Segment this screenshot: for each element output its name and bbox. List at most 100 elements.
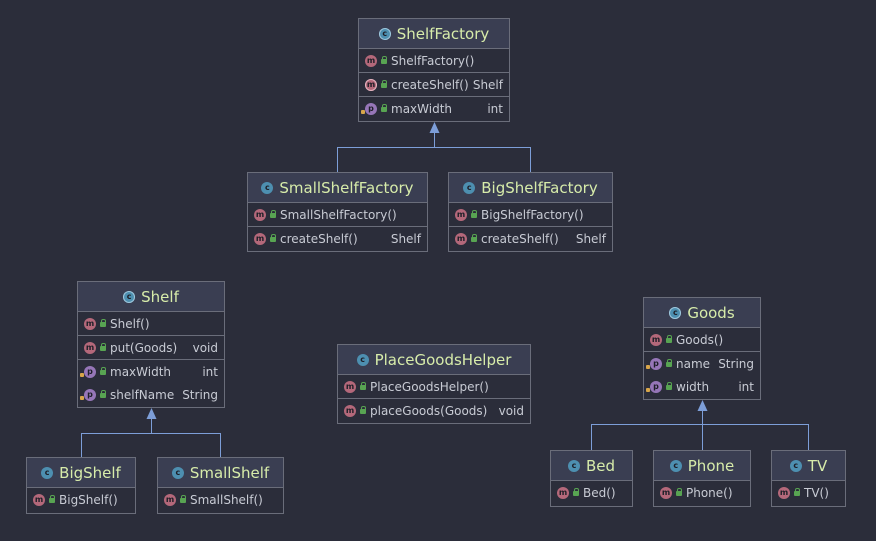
class-icon: c bbox=[789, 459, 802, 472]
member-row[interactable]: m Goods() bbox=[644, 328, 760, 351]
class-header[interactable]: c ShelfFactory bbox=[359, 19, 509, 49]
class-small-shelf[interactable]: c SmallShelf m SmallShelf() bbox=[157, 457, 284, 514]
field-name: maxWidth bbox=[391, 101, 453, 116]
class-name: SmallShelfFactory bbox=[279, 178, 414, 197]
field-modifier-icon bbox=[80, 373, 84, 377]
member-row[interactable]: p width int bbox=[644, 375, 760, 398]
method-icon: m bbox=[455, 232, 467, 245]
member-row[interactable]: p maxWidth int bbox=[359, 97, 509, 120]
public-lock-icon bbox=[270, 234, 276, 242]
member-row[interactable]: m SmallShelf() bbox=[158, 488, 283, 511]
class-big-shelf-factory[interactable]: c BigShelfFactory m BigShelfFactory() m … bbox=[448, 172, 613, 252]
class-header[interactable]: c TV bbox=[772, 451, 845, 481]
constructor-name: BigShelfFactory() bbox=[481, 207, 584, 222]
public-lock-icon bbox=[381, 56, 387, 64]
method-icon: m bbox=[254, 208, 266, 221]
class-header[interactable]: c Shelf bbox=[78, 282, 224, 312]
member-row[interactable]: m Shelf() bbox=[78, 312, 224, 335]
member-row[interactable]: m BigShelfFactory() bbox=[449, 203, 612, 226]
fields-section: p maxWidth int bbox=[359, 97, 509, 120]
public-lock-icon bbox=[794, 488, 800, 496]
field-name: width bbox=[676, 379, 710, 394]
property-icon: p bbox=[650, 357, 662, 370]
constructor-name: SmallShelfFactory() bbox=[280, 207, 397, 222]
methods-section: m placeGoods(Goods) void bbox=[338, 399, 530, 422]
member-row[interactable]: m createShelf() Shelf bbox=[248, 227, 427, 250]
member-row[interactable]: m ShelfFactory() bbox=[359, 49, 509, 72]
member-row[interactable]: p shelfName String bbox=[78, 383, 224, 406]
field-type: int bbox=[738, 379, 754, 394]
member-row[interactable]: p maxWidth int bbox=[78, 360, 224, 383]
member-row[interactable]: m Bed() bbox=[551, 481, 632, 504]
class-name: SmallShelf bbox=[189, 463, 270, 482]
inheritance-arrowhead-shelf bbox=[146, 408, 157, 419]
constructor-name: Goods() bbox=[676, 332, 724, 347]
public-lock-icon bbox=[100, 390, 106, 398]
class-phone[interactable]: c Phone m Phone() bbox=[653, 450, 751, 507]
methods-section: m put(Goods) void bbox=[78, 336, 224, 360]
method-name: placeGoods(Goods) bbox=[370, 403, 488, 418]
method-name: createShelf() bbox=[280, 231, 358, 246]
class-name: Goods bbox=[687, 303, 735, 322]
member-row[interactable]: m createShelf() Shelf bbox=[449, 227, 612, 250]
inheritance-line-big-shelf-factory bbox=[434, 147, 531, 172]
constructors-section: m PlaceGoodsHelper() bbox=[338, 375, 530, 399]
field-modifier-icon bbox=[361, 110, 365, 114]
class-header[interactable]: c BigShelfFactory bbox=[449, 173, 612, 203]
class-header[interactable]: c PlaceGoodsHelper bbox=[338, 345, 530, 375]
member-row[interactable]: m placeGoods(Goods) void bbox=[338, 399, 530, 422]
methods-section: m createShelf() Shelf bbox=[359, 73, 509, 97]
inheritance-arrowhead-goods bbox=[697, 400, 708, 411]
class-header[interactable]: c Bed bbox=[551, 451, 632, 481]
member-row[interactable]: m createShelf() Shelf bbox=[359, 73, 509, 96]
class-name: PlaceGoodsHelper bbox=[374, 350, 512, 369]
class-header[interactable]: c SmallShelf bbox=[158, 458, 283, 488]
method-name: createShelf() bbox=[481, 231, 559, 246]
member-row[interactable]: p name String bbox=[644, 352, 760, 375]
member-row[interactable]: m SmallShelfFactory() bbox=[248, 203, 427, 226]
method-name: put(Goods) bbox=[110, 340, 178, 355]
method-icon: m bbox=[84, 341, 96, 354]
class-header[interactable]: c Phone bbox=[654, 451, 750, 481]
class-header[interactable]: c Goods bbox=[644, 298, 760, 328]
class-name: BigShelfFactory bbox=[481, 178, 598, 197]
constructors-section: m BigShelf() bbox=[27, 488, 135, 511]
class-place-goods-helper[interactable]: c PlaceGoodsHelper m PlaceGoodsHelper() … bbox=[337, 344, 531, 424]
constructor-name: ShelfFactory() bbox=[391, 53, 475, 68]
field-modifier-icon bbox=[646, 388, 650, 392]
class-bed[interactable]: c Bed m Bed() bbox=[550, 450, 633, 507]
class-shelf[interactable]: c Shelf m Shelf() m put(Goods) void p ma… bbox=[77, 281, 225, 408]
member-row[interactable]: m BigShelf() bbox=[27, 488, 135, 511]
constructors-section: m Bed() bbox=[551, 481, 632, 504]
return-type: Shelf bbox=[472, 77, 503, 92]
member-row[interactable]: m TV() bbox=[772, 481, 845, 504]
inheritance-line-big-shelf bbox=[81, 418, 152, 457]
class-goods[interactable]: c Goods m Goods() p name String p width … bbox=[643, 297, 761, 400]
class-header[interactable]: c BigShelf bbox=[27, 458, 135, 488]
field-type: int bbox=[202, 364, 218, 379]
class-tv[interactable]: c TV m TV() bbox=[771, 450, 846, 507]
class-big-shelf[interactable]: c BigShelf m BigShelf() bbox=[26, 457, 136, 514]
member-row[interactable]: m Phone() bbox=[654, 481, 750, 504]
constructor-name: PlaceGoodsHelper() bbox=[370, 379, 489, 394]
public-lock-icon bbox=[100, 343, 106, 351]
inheritance-arrowhead-shelf-factory bbox=[429, 122, 440, 133]
constructors-section: m Goods() bbox=[644, 328, 760, 352]
constructors-section: m SmallShelfFactory() bbox=[248, 203, 427, 227]
public-lock-icon bbox=[360, 406, 366, 414]
constructor-name: SmallShelf() bbox=[190, 492, 263, 507]
member-row[interactable]: m PlaceGoodsHelper() bbox=[338, 375, 530, 398]
class-shelf-factory[interactable]: c ShelfFactory m ShelfFactory() m create… bbox=[358, 18, 510, 122]
field-modifier-icon bbox=[646, 365, 650, 369]
member-row[interactable]: m put(Goods) void bbox=[78, 336, 224, 359]
class-name: Phone bbox=[687, 456, 735, 475]
class-small-shelf-factory[interactable]: c SmallShelfFactory m SmallShelfFactory(… bbox=[247, 172, 428, 252]
constructors-section: m TV() bbox=[772, 481, 845, 504]
constructors-section: m Phone() bbox=[654, 481, 750, 504]
class-icon: c bbox=[463, 181, 476, 194]
class-header[interactable]: c SmallShelfFactory bbox=[248, 173, 427, 203]
class-icon: c bbox=[669, 459, 682, 472]
field-modifier-icon bbox=[80, 396, 84, 400]
field-type: int bbox=[487, 101, 503, 116]
